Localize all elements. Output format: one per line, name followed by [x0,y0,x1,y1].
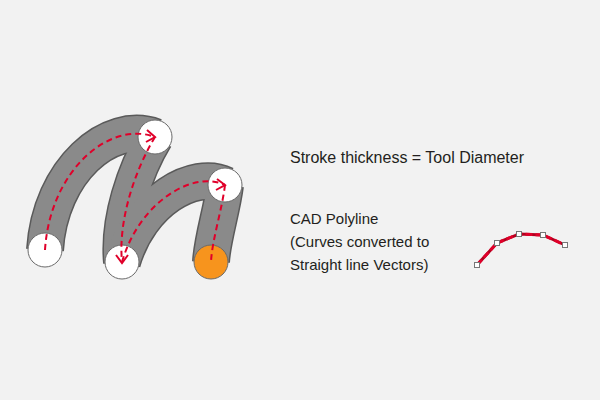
polyline-note: CAD Polyline [290,210,378,228]
caption-note: Stroke thickness = Tool Diameter [290,148,524,167]
tool-stroke [45,134,225,262]
direction-arrowheads [116,130,225,263]
polyline-note: (Curves converted to [290,233,429,251]
polyline-example [475,232,568,268]
polyline-note: Straight line Vectors) [290,256,428,274]
tool-circles [28,120,242,279]
tool-centerline [45,134,225,262]
